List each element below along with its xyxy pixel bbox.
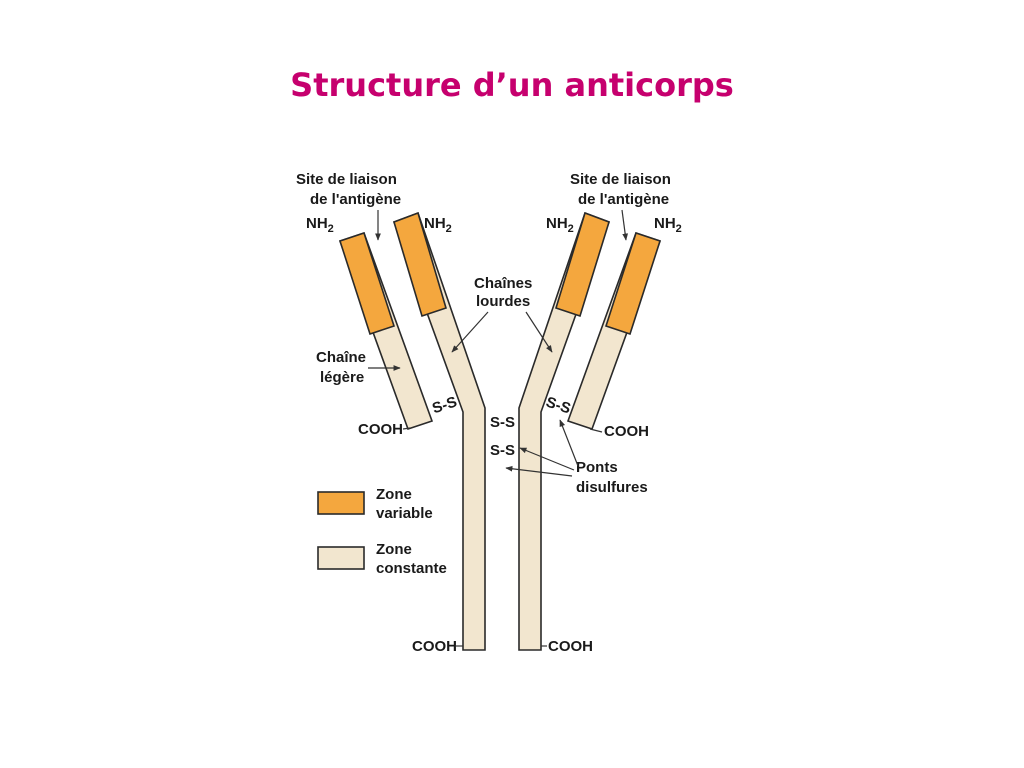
disulfide-light-heavy-right: S-S: [544, 394, 573, 418]
heavy-variable-left: [393, 211, 447, 318]
disulfide-hinge-1: S-S: [490, 414, 515, 431]
cooh-heavy-left: COOH: [412, 638, 457, 655]
disulfide-label-line2: disulfures: [576, 479, 648, 496]
heavy-chains-line2: lourdes: [476, 293, 530, 310]
legend-variable-line2: variable: [376, 505, 433, 522]
light-chain-line2: légère: [320, 369, 364, 386]
cooh-light-left: COOH: [358, 421, 403, 438]
legend-constant-line1: Zone: [376, 541, 412, 558]
nh2-label-4: NH2: [654, 215, 682, 235]
disulfide-hinge-2: S-S: [490, 442, 515, 459]
disulfide-arrow-1: [559, 419, 579, 467]
disulfide-light-heavy-left: S-S: [430, 393, 459, 417]
cooh-light-right: COOH: [604, 423, 649, 440]
legend-variable-line1: Zone: [376, 486, 412, 503]
cooh-light-right-tick: [589, 428, 603, 433]
binding-site-left-line1: Site de liaison: [296, 171, 397, 188]
heavy-chains-line1: Chaînes: [474, 275, 532, 292]
legend-constant-swatch: [317, 546, 365, 570]
legend-variable-swatch: [317, 491, 365, 515]
light-variable-left: [338, 231, 396, 336]
nh2-label-3: NH2: [546, 215, 574, 235]
disulfide-label-line1: Ponts: [576, 459, 618, 476]
binding-site-right-line2: de l'antigène: [578, 191, 669, 208]
disulfide-arrow-2: [519, 447, 575, 471]
nh2-label-1: NH2: [306, 215, 334, 235]
heavy-chain-left: [392, 211, 486, 651]
heavy-chains-arrow-right: [525, 311, 553, 353]
heavy-chains-arrow-left: [451, 311, 489, 353]
cooh-light-left-tick: [402, 427, 411, 430]
page-title: Structure d’un anticorps: [290, 66, 734, 104]
binding-site-right-line1: Site de liaison: [570, 171, 671, 188]
heavy-variable-right: [555, 211, 610, 318]
nh2-label-2: NH2: [424, 215, 452, 235]
disulfide-arrow-3: [505, 465, 573, 477]
cooh-heavy-right: COOH: [548, 638, 593, 655]
light-variable-right: [604, 231, 662, 336]
binding-site-right-arrow: [621, 209, 628, 241]
legend-constant-line2: constante: [376, 560, 447, 577]
light-chain-line1: Chaîne: [316, 349, 366, 366]
binding-site-left-line2: de l'antigène: [310, 191, 401, 208]
